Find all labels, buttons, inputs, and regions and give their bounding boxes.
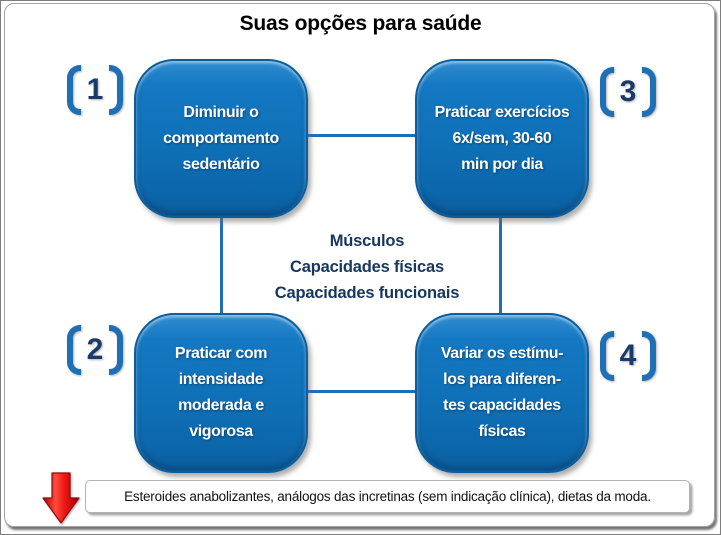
badge-number-1: 1: [86, 73, 104, 106]
connector-bottom-horizontal: [307, 390, 416, 393]
right-bracket-icon: [642, 331, 656, 381]
option-box-2: Praticar com intensidade moderada e vigo…: [134, 313, 308, 473]
slide-title: Suas opções para saúde: [239, 12, 482, 35]
warning-box: Esteroides anabolizantes, análogos das i…: [85, 480, 690, 513]
option-box-4-text: Variar os estímu- los para diferen- tes …: [440, 345, 564, 440]
red-down-arrow-icon: [42, 472, 80, 524]
badge-number-4: 4: [619, 339, 637, 372]
center-labels: Músculos Capacidades físicas Capacidades…: [274, 232, 460, 302]
left-bracket-icon: [67, 325, 81, 375]
right-bracket-icon: [109, 65, 123, 115]
option-box-3-text: Praticar exercícios 6x/sem, 30-60 min po…: [434, 103, 570, 173]
option-box-1: Diminuir o comportamento sedentário: [134, 59, 308, 218]
option-box-1-text: Diminuir o comportamento sedentário: [163, 103, 279, 173]
number-badge-4: 4: [600, 331, 656, 381]
option-box-2-text: Praticar com intensidade moderada e vigo…: [174, 345, 268, 440]
left-bracket-icon: [600, 331, 614, 381]
number-badge-2: 2: [67, 325, 123, 375]
right-bracket-icon: [109, 325, 123, 375]
connector-right-vertical: [499, 217, 502, 314]
badge-number-2: 2: [86, 333, 104, 366]
connector-left-vertical: [220, 217, 223, 314]
left-bracket-icon: [600, 67, 614, 117]
warning-text: Esteroides anabolizantes, análogos das i…: [124, 489, 651, 504]
number-badge-3: 3: [600, 67, 656, 117]
option-box-3: Praticar exercícios 6x/sem, 30-60 min po…: [415, 59, 589, 218]
option-box-4: Variar os estímu- los para diferen- tes …: [415, 313, 589, 473]
number-badge-1: 1: [67, 65, 123, 115]
badge-number-3: 3: [619, 75, 637, 108]
connector-top-horizontal: [307, 134, 416, 137]
right-bracket-icon: [642, 67, 656, 117]
left-bracket-icon: [67, 65, 81, 115]
